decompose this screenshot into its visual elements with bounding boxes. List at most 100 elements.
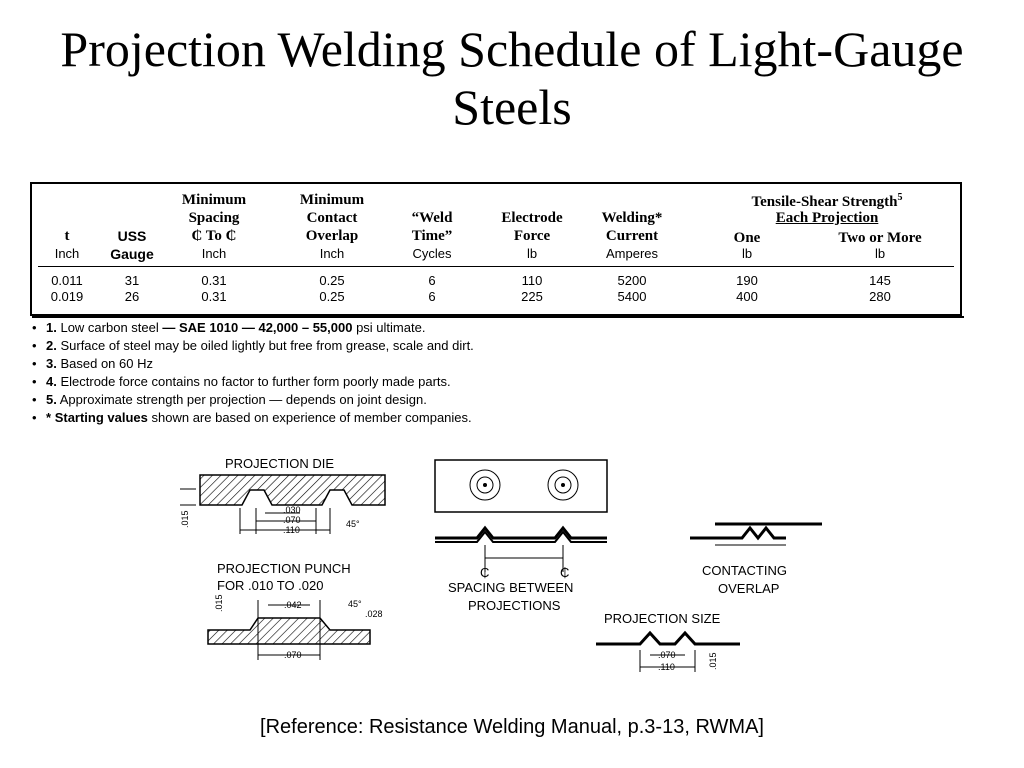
table-cell: 190 bbox=[736, 273, 758, 288]
column-header-line: Spacing bbox=[188, 210, 240, 226]
table-cell: 6 bbox=[428, 273, 436, 288]
die-thickness: .015 bbox=[180, 510, 190, 528]
die-dim-1: .030 bbox=[283, 505, 301, 515]
table-cell: 145 bbox=[869, 273, 891, 288]
column-header: USS Gauge bbox=[82, 192, 182, 262]
projection-punch-diagram: PROJECTION PUNCH FOR .010 TO .020 .042 .… bbox=[207, 561, 383, 660]
page-title: Projection Welding Schedule of Light-Gau… bbox=[60, 21, 964, 135]
footnote-bold-text: Starting values bbox=[54, 410, 148, 425]
footnote-text-after: psi ultimate. bbox=[352, 320, 426, 335]
footnote-number: 3. bbox=[46, 356, 57, 371]
footnote-item: •4. Electrode force contains no factor t… bbox=[32, 373, 474, 391]
reference-citation: [Reference: Resistance Welding Manual, p… bbox=[260, 716, 764, 738]
column-header-line: Electrode bbox=[501, 210, 563, 226]
footnote-text-after: shown are based on experience of member … bbox=[147, 410, 472, 425]
projection-die-diagram: PROJECTION DIE .015 .030 .070 .110 45° bbox=[180, 456, 386, 535]
bullet: • bbox=[32, 392, 37, 407]
footnote-number: 5. bbox=[46, 392, 57, 407]
footnote-number: 1. bbox=[46, 320, 57, 335]
die-dim-2: .070 bbox=[283, 515, 301, 525]
footnotes: •1. Low carbon steel — SAE 1010 — 42,000… bbox=[32, 319, 474, 427]
punch-thickness: .015 bbox=[214, 594, 224, 612]
table-cell: 110 bbox=[521, 273, 543, 288]
header-separator bbox=[38, 266, 954, 267]
spacing-cl-left: ₵ bbox=[480, 565, 489, 580]
footnote-item: •* Starting values shown are based on ex… bbox=[32, 409, 474, 427]
column-header-line: Minimum bbox=[299, 192, 365, 208]
column-header-line: ₵ To ₵ bbox=[191, 228, 237, 244]
column-unit: Inch bbox=[201, 246, 227, 261]
punch-angle: 45° bbox=[348, 599, 362, 609]
footnote-item: •1. Low carbon steel — SAE 1010 — 42,000… bbox=[32, 319, 474, 337]
die-dim-3: .110 bbox=[283, 525, 300, 535]
punch-dim-2: .070 bbox=[284, 650, 302, 660]
column-header-line: Minimum bbox=[181, 192, 247, 208]
footnote-text: Electrode force contains no factor to fu… bbox=[60, 374, 451, 389]
table-cell: 0.31 bbox=[201, 289, 227, 304]
tensile-subtitle: Each Projection bbox=[775, 210, 879, 226]
column-unit: Gauge bbox=[110, 246, 154, 262]
punch-body bbox=[207, 617, 371, 645]
column-header-line: t bbox=[64, 228, 70, 244]
footnote-ref: 5 bbox=[897, 192, 903, 203]
punch-depth: .028 bbox=[365, 609, 383, 619]
table-cell: 31 bbox=[124, 273, 140, 288]
footnote-text: Approximate strength per projection — de… bbox=[59, 392, 427, 407]
punch-label-2: FOR .010 TO .020 bbox=[217, 578, 323, 593]
spacing-diagram: ₵ ₵ SPACING BETWEEN PROJECTIONS bbox=[434, 459, 608, 613]
table-cell: 5200 bbox=[617, 273, 647, 288]
column-unit: Amperes bbox=[605, 246, 659, 261]
table-cell: 0.019 bbox=[50, 289, 84, 304]
size-thickness: .015 bbox=[708, 652, 718, 670]
footnote-number: 2. bbox=[46, 338, 57, 353]
bullet: • bbox=[32, 338, 37, 353]
projection-size-diagram: PROJECTION SIZE .070 .110 .015 bbox=[596, 611, 740, 672]
column-unit: Inch bbox=[54, 246, 80, 261]
size-dim-1: .070 bbox=[658, 650, 676, 660]
table-cell: 26 bbox=[124, 289, 140, 304]
die-label: PROJECTION DIE bbox=[225, 456, 334, 471]
footnote-bold-text: — SAE 1010 — 42,000 – 55,000 bbox=[162, 320, 353, 335]
table-cell: 0.31 bbox=[201, 273, 227, 288]
column-header-line: Force bbox=[513, 228, 551, 244]
column-unit: Inch bbox=[319, 246, 345, 261]
column-header-line: Time” bbox=[411, 228, 453, 244]
table-cell: 400 bbox=[736, 289, 758, 304]
footnote-number: 4. bbox=[46, 374, 57, 389]
column-unit: lb bbox=[526, 246, 538, 261]
size-dim-2: .110 bbox=[658, 662, 675, 672]
table-cell: 0.011 bbox=[51, 273, 83, 288]
contacting-overlap-diagram: CONTACTING OVERLAP bbox=[690, 522, 822, 596]
column-header-line: Current bbox=[605, 228, 659, 244]
table-cell: 6 bbox=[428, 289, 436, 304]
die-body bbox=[199, 474, 386, 506]
table-cell: 5400 bbox=[617, 289, 647, 304]
tensile-title: Tensile-Shear Strength5 bbox=[751, 192, 903, 210]
footnote-item: • 2. Surface of steel may be oiled lightl… bbox=[32, 337, 474, 355]
table-cell: 280 bbox=[869, 289, 891, 304]
column-header-line: “Weld bbox=[411, 210, 453, 226]
table-cell: 225 bbox=[521, 289, 543, 304]
overlap-label-2: OVERLAP bbox=[718, 581, 779, 596]
column-header-line: Contact bbox=[306, 210, 358, 226]
spacing-cl-right: ₵ bbox=[560, 565, 569, 580]
column-header-line: Overlap bbox=[305, 228, 359, 244]
punch-label-1: PROJECTION PUNCH bbox=[217, 561, 351, 576]
footnote-text: Surface of steel may be oiled lightly bu… bbox=[60, 338, 474, 353]
column-header-line: Welding* bbox=[601, 210, 663, 226]
spacing-label-1: SPACING BETWEEN bbox=[448, 580, 573, 595]
column-header-line: One bbox=[733, 230, 761, 246]
overlap-label-1: CONTACTING bbox=[702, 563, 787, 578]
column-header-line: USS bbox=[117, 228, 147, 244]
bullet: • bbox=[32, 320, 37, 335]
